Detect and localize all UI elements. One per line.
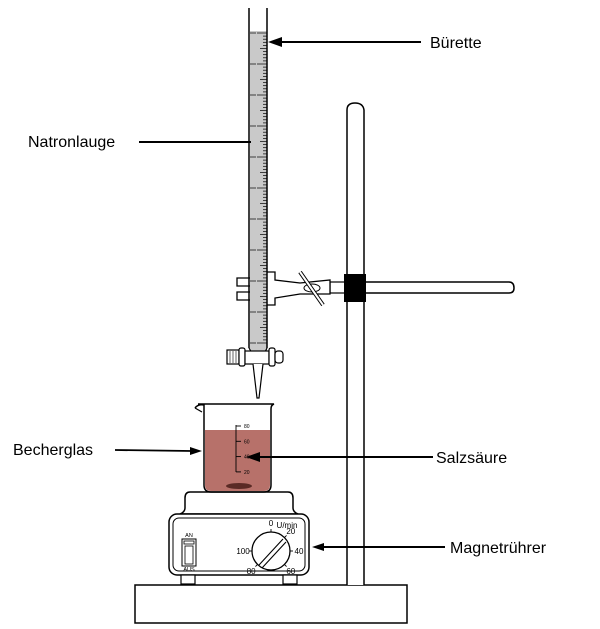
beaker: 80 60 40 20: [194, 403, 275, 493]
dial-mark-label: 80: [247, 567, 256, 576]
dial-mark-label: 100: [236, 547, 250, 556]
dial-tick: [284, 564, 287, 567]
label-burette: Bürette: [268, 35, 482, 52]
svg-text:Magnetrührer: Magnetrührer: [450, 540, 547, 557]
stopcock: [226, 347, 284, 399]
speed-dial[interactable]: 0 20 40 60 80 100 U/min: [236, 519, 304, 576]
switch-off-label: AUS: [183, 567, 195, 573]
dial-unit-label: U/min: [277, 521, 298, 530]
magnetic-stirrer: AN AUS 0 20 40 60 80 100 U/min: [168, 513, 310, 585]
dial-tick: [284, 535, 287, 538]
stand-rod: [346, 102, 365, 585]
beaker-scale-label: 40: [244, 455, 250, 461]
dial-mark-label: 20: [286, 527, 295, 536]
dial-marks: 0 20 40 60 80 100: [236, 519, 304, 576]
svg-text:Bürette: Bürette: [430, 35, 482, 52]
beaker-scale-label: 80: [244, 424, 250, 430]
acid-liquid: [205, 430, 270, 491]
beaker-scale: 80 60 40 20: [236, 424, 250, 476]
stir-bar: [226, 483, 252, 489]
burette: [248, 8, 268, 361]
svg-text:Salzsäure: Salzsäure: [436, 450, 507, 467]
stand-base: [134, 584, 408, 624]
boss-head: [344, 274, 366, 302]
dial-mark-label: 60: [286, 567, 295, 576]
burette-scale: [250, 32, 267, 344]
svg-text:Natronlauge: Natronlauge: [28, 134, 115, 151]
svg-text:Becherglas: Becherglas: [13, 442, 93, 459]
switch-on-label: AN: [185, 533, 193, 539]
label-sodium-hydroxide: Natronlauge: [28, 134, 251, 151]
label-magnetic-stirrer: Magnetrührer: [312, 540, 547, 557]
label-beaker: Becherglas: [13, 442, 202, 459]
dial-mark-label: 40: [295, 547, 304, 556]
dial-mark-label: 0: [269, 519, 274, 528]
beaker-scale-label: 20: [244, 470, 250, 476]
clamp-arm: [329, 281, 515, 294]
dial-tick: [255, 564, 258, 567]
label-hydrochloric-acid: Salzsäure: [246, 450, 507, 467]
stirrer-top-plate: [179, 491, 299, 515]
burette-liquid: [250, 31, 267, 351]
beaker-scale-label: 60: [244, 439, 250, 445]
power-switch[interactable]: AN AUS: [181, 533, 197, 573]
